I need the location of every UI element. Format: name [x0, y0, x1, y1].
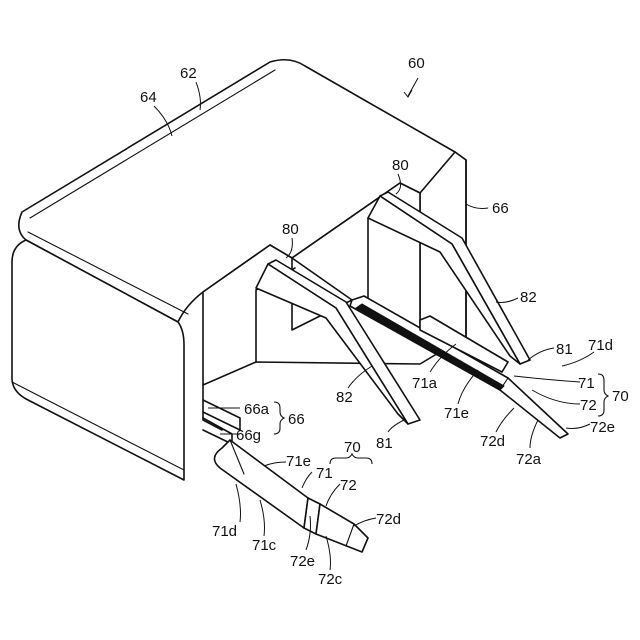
label-80-b: 80: [282, 221, 299, 238]
leader-60: [408, 78, 418, 96]
label-71e-bottom: 71e: [286, 453, 311, 470]
label-71d-bottom: 71d: [212, 523, 237, 540]
label-66g: 66g: [236, 427, 261, 444]
label-82-right: 82: [520, 289, 537, 306]
pin-bottom-tip: [316, 504, 368, 552]
label-71e-right: 71e: [444, 405, 469, 422]
brace-70-right: [598, 374, 608, 416]
label-72-right: 72: [580, 397, 597, 414]
pin-right-taper-edge: [508, 378, 566, 432]
label-70-right: 70: [612, 388, 629, 405]
label-81-left: 81: [376, 435, 393, 452]
label-60: 60: [408, 55, 425, 72]
label-72e-right: 72e: [590, 419, 615, 436]
label-72a: 72a: [516, 451, 542, 468]
label-71d-right: 71d: [588, 337, 613, 354]
label-70-bottom: 70: [344, 439, 361, 456]
brace-66-left: [274, 402, 284, 434]
leader-82-right: [496, 298, 518, 303]
leader-72e-right: [566, 424, 590, 429]
leader-66-right: [466, 204, 488, 209]
label-71-bottom: 71: [316, 465, 333, 482]
leader-81-left: [388, 420, 404, 432]
leader-72c: [326, 536, 331, 570]
leader-72a: [530, 420, 538, 448]
label-66-left: 66: [288, 411, 305, 428]
slot-66-outline: [203, 400, 240, 430]
leader-72d-right: [496, 408, 514, 432]
label-81-right: 81: [556, 341, 573, 358]
leader-71e-bottom: [264, 462, 286, 466]
leader-71-bottom: [302, 472, 312, 488]
label-71a: 71a: [412, 375, 438, 392]
label-66-right: 66: [492, 200, 509, 217]
leader-71c: [260, 500, 265, 536]
label-72d-right: 72d: [480, 433, 505, 450]
leader-72d-bottom: [354, 518, 376, 526]
label-72e-bottom: 72e: [290, 553, 315, 570]
label-72d-bottom: 72d: [376, 511, 401, 528]
label-62: 62: [180, 65, 197, 82]
label-72c: 72c: [318, 571, 343, 588]
leader-72-bottom: [326, 484, 340, 506]
braces: [274, 374, 608, 464]
label-80-a: 80: [392, 157, 409, 174]
label-72-bottom: 72: [340, 477, 357, 494]
leader-71-right: [514, 376, 580, 382]
label-66a: 66a: [244, 401, 270, 418]
leader-81-right: [528, 348, 554, 360]
label-71-right: 71: [578, 375, 595, 392]
leader-72-right: [532, 390, 580, 404]
label-64: 64: [140, 89, 157, 106]
label-71c: 71c: [252, 537, 277, 554]
leader-71d-bottom: [236, 484, 241, 522]
label-82-left: 82: [336, 389, 353, 406]
